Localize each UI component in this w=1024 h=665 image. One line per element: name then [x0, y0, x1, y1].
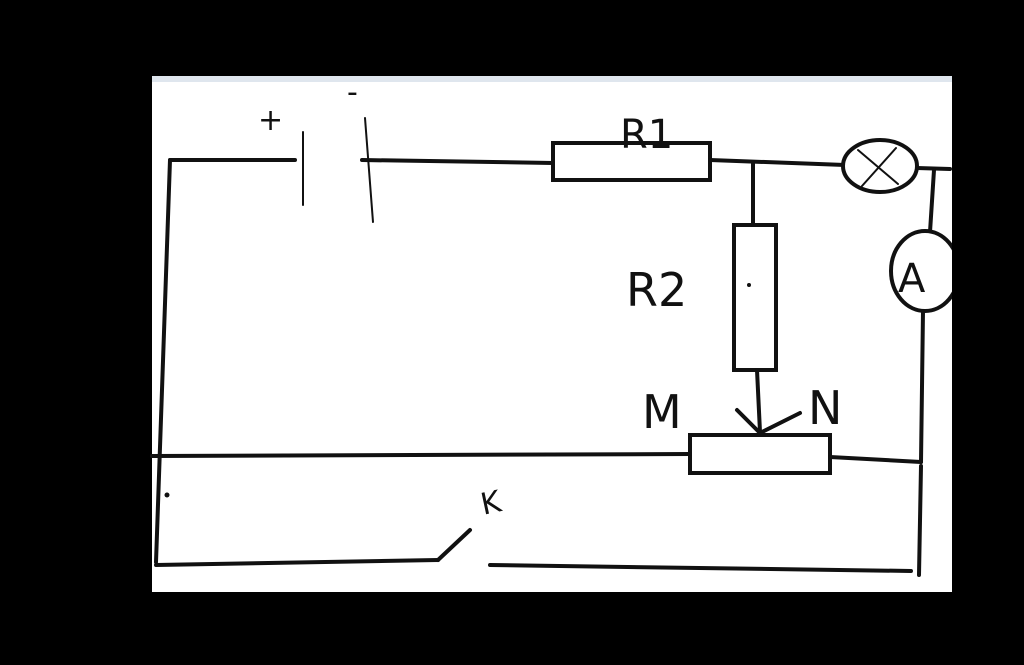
wire-bottom-left — [154, 558, 440, 567]
wire-r1-lamp — [708, 158, 847, 167]
lamp-cross-2 — [861, 147, 897, 187]
wire-r2-slider — [755, 368, 762, 434]
wire-right-bottom — [917, 464, 923, 577]
switch-blade — [436, 528, 472, 562]
wire-lamp-ammeter — [928, 168, 936, 234]
rheostat — [688, 433, 832, 475]
left-dot — [164, 492, 170, 498]
right-mask — [952, 76, 1024, 592]
wire-middle-left — [150, 452, 692, 458]
ammeter-label: A — [898, 256, 926, 302]
wire-left-vertical — [154, 158, 172, 564]
r1-label: R1 — [620, 112, 673, 158]
battery-plate-negative — [364, 117, 374, 223]
r2-label: R2 — [626, 263, 687, 317]
wire-bottom-right — [488, 563, 913, 573]
m-label: M — [642, 385, 682, 439]
battery-minus-label: - — [347, 75, 358, 110]
resistor-r2 — [732, 223, 778, 372]
canvas-top-edge — [152, 76, 952, 82]
n-label: N — [808, 381, 842, 435]
wire-middle-right — [828, 455, 923, 464]
wire-battery-r1 — [360, 158, 555, 165]
r2-dot — [747, 283, 751, 287]
wire-ammeter-down — [919, 309, 925, 464]
battery-plus-label: + — [258, 103, 283, 138]
